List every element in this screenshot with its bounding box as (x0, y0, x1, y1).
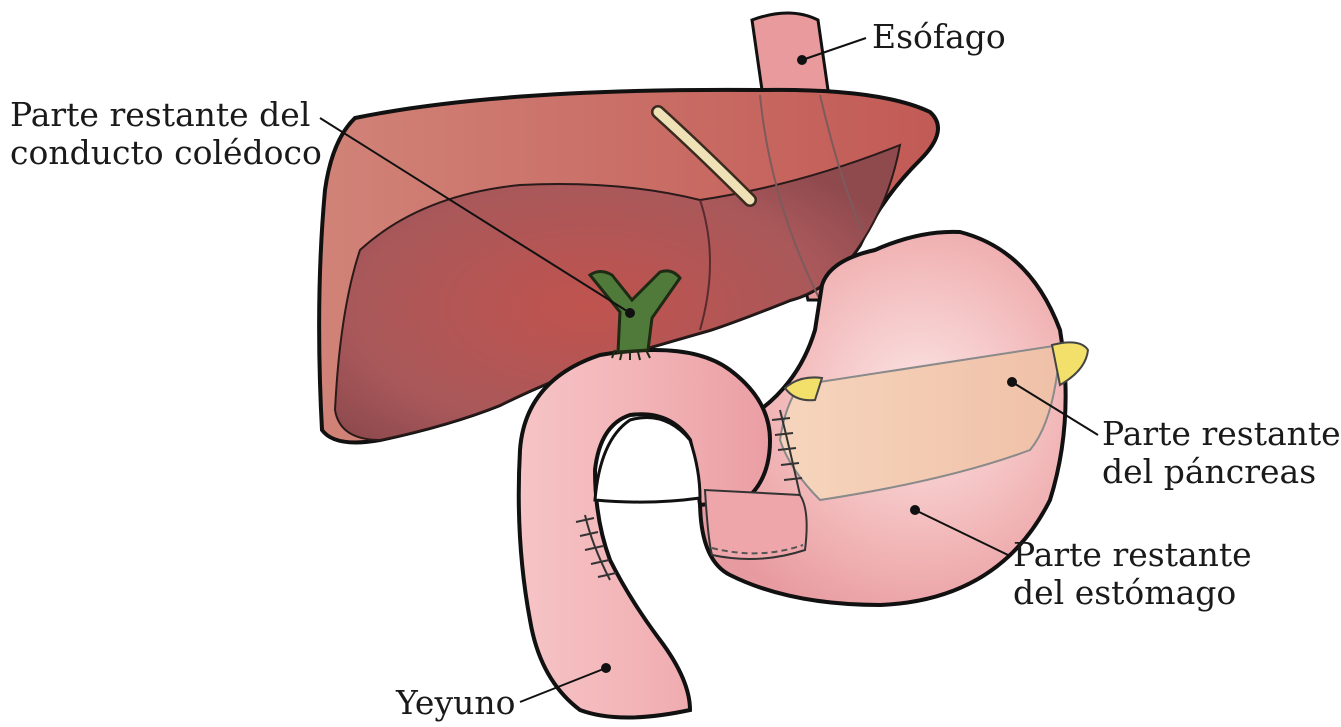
label-bile-duct-line-1: Parte restante del (10, 96, 310, 134)
label-bile-duct-line-2: conducto colédoco (10, 134, 310, 172)
leader-dot-stomach (911, 506, 919, 514)
label-pancreas-line-2: del páncreas (1102, 453, 1341, 491)
label-jejunum: Yeyuno (396, 684, 515, 722)
leader-dot-esophagus (798, 56, 806, 64)
leader-dot-jejunum (602, 664, 610, 672)
label-stomach-line-2: del estómago (1013, 574, 1252, 612)
label-pancreas-line-1: Parte restante (1102, 415, 1341, 453)
label-esophagus: Esófago (872, 18, 1006, 56)
label-pancreas: Parte restante del páncreas (1102, 415, 1341, 491)
label-stomach: Parte restante del estómago (1013, 536, 1252, 612)
label-bile-duct: Parte restante del conducto colédoco (10, 96, 310, 172)
jejunum-shape (519, 350, 807, 718)
leader-dot-bile-duct (626, 309, 634, 317)
label-stomach-line-1: Parte restante (1013, 536, 1252, 574)
leader-dot-pancreas (1008, 378, 1016, 386)
